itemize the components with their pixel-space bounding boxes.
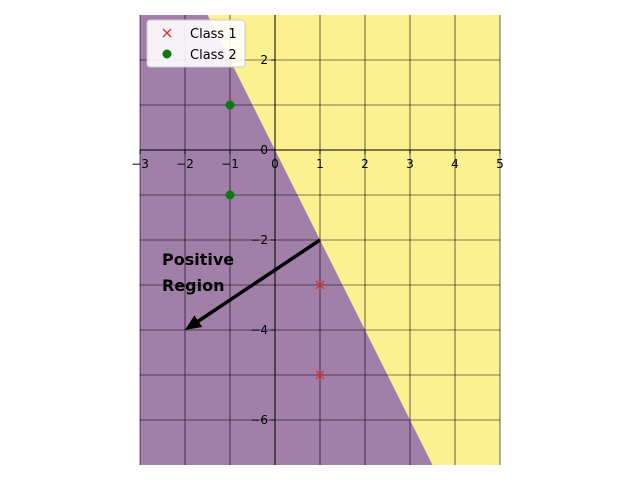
x-tick-label: 5 xyxy=(496,157,504,171)
class-1-point xyxy=(315,280,325,290)
data-points xyxy=(225,100,325,380)
annotation-line-2: Region xyxy=(162,276,225,295)
y-tick-label: 2 xyxy=(260,53,268,67)
x-tick-label: 0 xyxy=(271,157,279,171)
x-tick-label: −1 xyxy=(221,157,239,171)
legend-label-class-2: Class 2 xyxy=(190,48,237,63)
y-tick-label: −6 xyxy=(250,413,268,427)
arrow-head xyxy=(185,315,203,330)
class-2-point xyxy=(225,190,235,200)
x-marker-stroke xyxy=(315,370,325,380)
legend-dot-marker xyxy=(162,49,172,59)
arrow-shaft xyxy=(197,238,321,323)
x-tick-label: 3 xyxy=(406,157,414,171)
y-tick-label: −2 xyxy=(250,233,268,247)
legend-box xyxy=(146,19,246,68)
legend: Class 1 Class 2 xyxy=(146,19,246,68)
x-tick-label: 1 xyxy=(316,157,324,171)
annotation-line-1: Positive xyxy=(162,250,234,269)
x-tick-label: 2 xyxy=(361,157,369,171)
x-tick-label: −2 xyxy=(176,157,194,171)
legend-marker-class-2 xyxy=(162,49,172,59)
x-marker-stroke xyxy=(315,280,325,290)
normal-arrow xyxy=(185,238,321,330)
x-tick-label: −3 xyxy=(131,157,149,171)
legend-marker-class-1 xyxy=(162,28,172,38)
class-2-point xyxy=(225,100,235,110)
class-1-point xyxy=(315,370,325,380)
legend-x-marker xyxy=(162,28,172,38)
y-tick-label: 0 xyxy=(260,143,268,157)
legend-label-class-1: Class 1 xyxy=(190,27,237,42)
x-marker-stroke xyxy=(162,28,172,38)
tick-labels: −3 −2 −1 0 1 2 3 4 5 −6 −4 −2 0 2 xyxy=(131,53,504,427)
x-tick-label: 4 xyxy=(451,157,459,171)
y-tick-label: −4 xyxy=(250,323,268,337)
